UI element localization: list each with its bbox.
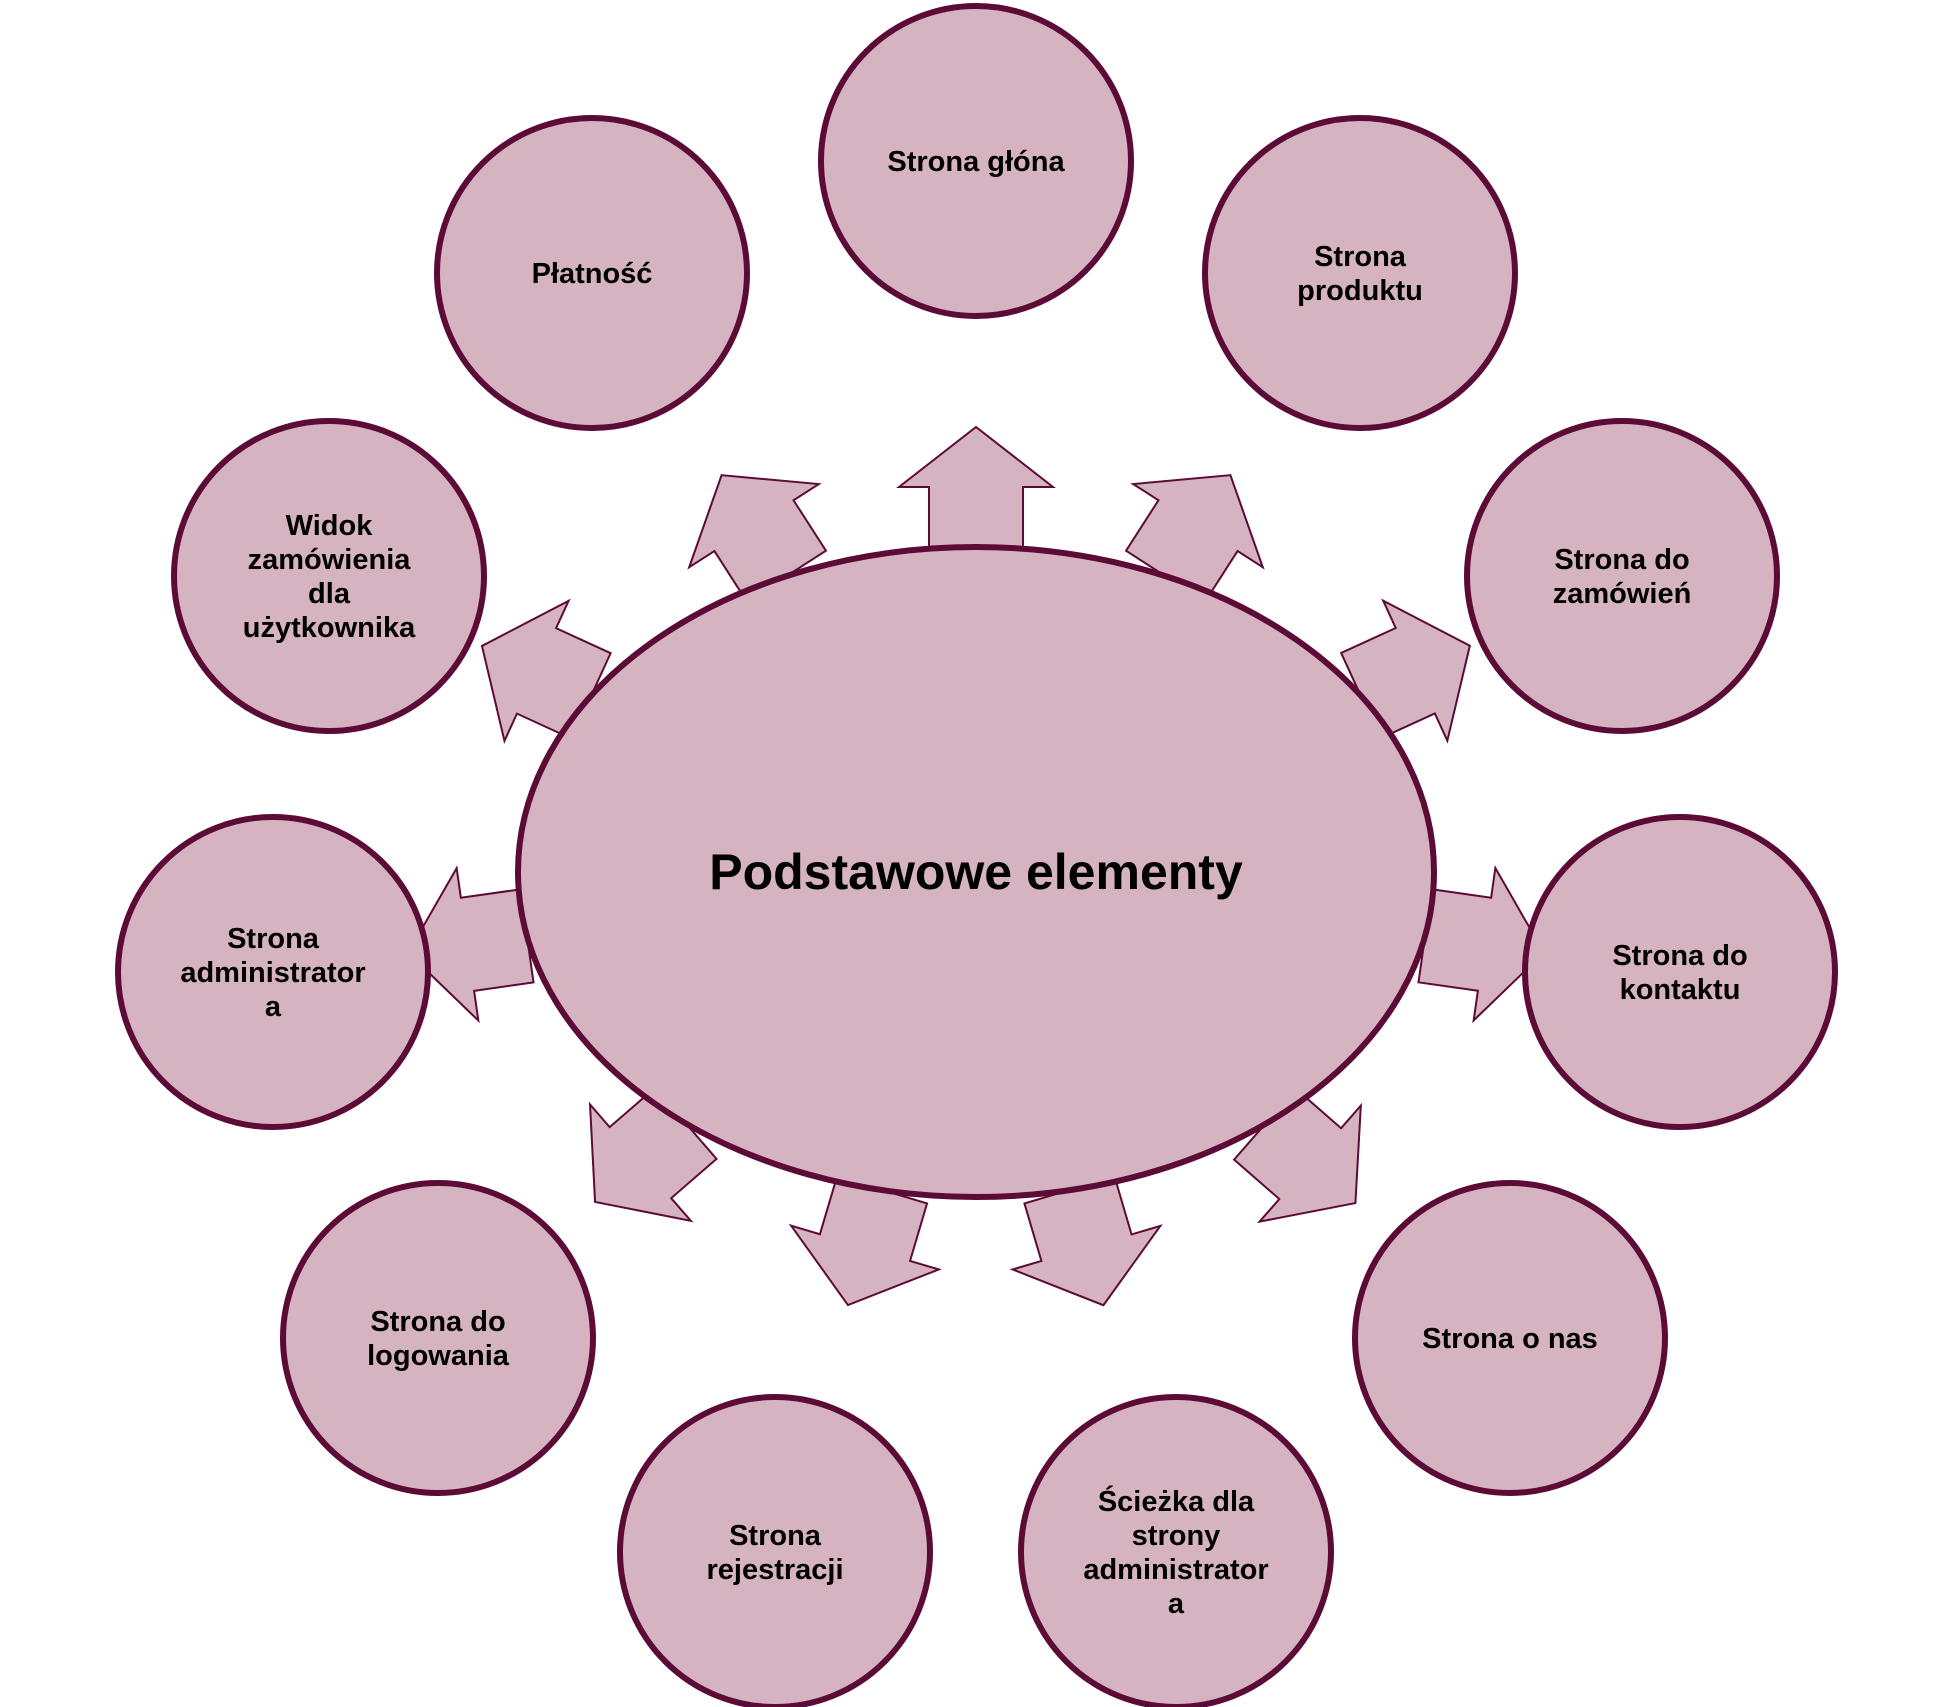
arrow-to-strona-o-nas [1232,1087,1362,1224]
node-circle [818,3,1134,319]
node-circle [1202,115,1518,431]
node-circle [1522,814,1838,1130]
node-circle [280,1180,596,1496]
arrows-layer [406,425,1546,1307]
arrow-to-strona-administratora [406,865,535,1024]
node-label: Strona głóna [887,146,1065,178]
node-label: Płatność [532,258,653,290]
node-circle [171,418,487,734]
center-ellipse [515,544,1437,1200]
node-strona-o-nas: Strona o nas [1352,1180,1668,1496]
node-circle [617,1394,933,1707]
arrow-to-sciezka-admin [1009,1175,1163,1307]
node-circle [1352,1180,1668,1496]
node-circle [115,814,431,1130]
node-label: Strona o nas [1422,1323,1598,1355]
node-strona-glona: Strona głóna [818,3,1134,319]
node-circle [1464,418,1780,734]
arrow-to-strona-rejestracji [788,1175,942,1307]
node-platnosc: Płatność [434,115,750,431]
arrow-to-platnosc [687,474,828,603]
center-node: Podstawowe elementy [515,544,1437,1200]
arrow-to-strona-do-kontaktu [1417,864,1546,1024]
center-label: Podstawowe elementy [709,844,1243,900]
arrow-to-strona-glona [896,425,1056,548]
node-circle [434,115,750,431]
node-circle [1018,1394,1334,1707]
